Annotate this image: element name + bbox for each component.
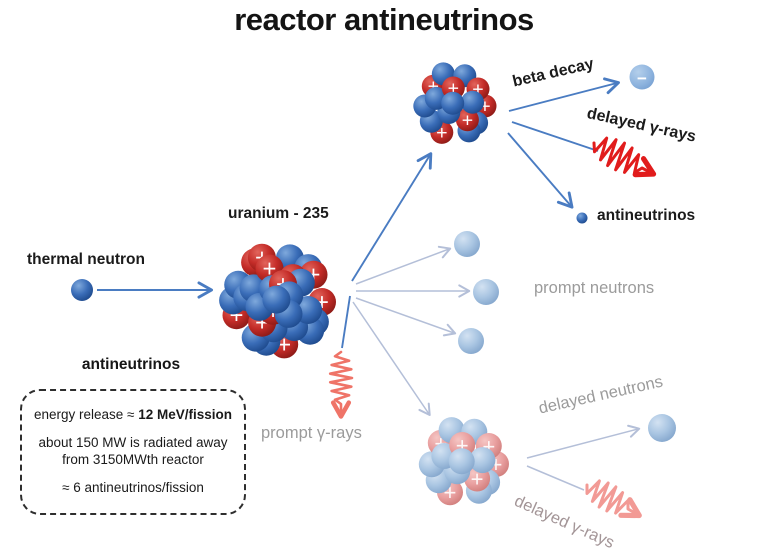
radiated-line2: from 3150MWth reactor [62, 452, 204, 467]
line-to-prompt-gamma [341, 295, 351, 349]
arrow-to-antineutrino [507, 132, 574, 209]
energy-release-prefix: energy release ≈ [33, 407, 139, 423]
prompt-neutron-sphere [473, 279, 499, 305]
energy-release-line: energy release ≈ 12 MeV/fission [34, 407, 232, 424]
plus-sign-icon: + [448, 78, 459, 100]
proton-sphere [455, 108, 479, 132]
prompt-gamma-wave-icon [328, 350, 354, 419]
arrow-beta-decay [508, 77, 620, 112]
arrow-layer [97, 77, 641, 491]
plus-sign-icon: + [462, 109, 473, 131]
thermal-neutron-sphere [71, 279, 93, 301]
antineutrinos-per-fission-line: ≈ 6 antineutrinos/fission [62, 479, 204, 495]
plus-sign-icon: + [472, 79, 483, 101]
plus-sign-icon: + [428, 76, 439, 98]
fission-fragment-top: ++++++ [413, 62, 497, 144]
neutron-sphere [469, 447, 496, 474]
arrow-delayed-neutron [526, 424, 641, 459]
plus-sign-icon: + [479, 96, 490, 118]
antineutrinos-label: antineutrinos [597, 207, 696, 224]
fission-fragment-bottom: ++++++ [418, 417, 509, 506]
arrow-prompt-neutron-1 [355, 245, 452, 285]
prompt-neutrons-label: prompt neutrons [534, 279, 655, 297]
arrow-to-delayed-gamma-top [511, 121, 599, 152]
thermal-neutron-label: thermal neutron [27, 251, 145, 268]
uranium-235-nucleus: +++++++++++ [219, 243, 336, 359]
prompt-gamma-rays-label: prompt γ-rays [261, 424, 362, 442]
prompt-neutron-sphere [458, 328, 484, 354]
arrow-to-top-fragment [351, 152, 433, 282]
neutron-sphere [448, 448, 475, 475]
delayed-neutron-sphere [648, 414, 676, 442]
gamma-wave-layer [328, 136, 657, 519]
neutron-sphere [441, 91, 465, 115]
uranium-235-label: uranium - 235 [228, 205, 329, 222]
delayed-gamma-wave-bottom-icon [585, 479, 642, 519]
prompt-neutron-sphere [454, 231, 480, 257]
neutron-sphere [461, 90, 484, 114]
electron-minus-icon: − [637, 69, 647, 88]
delayed-gamma-wave-top-icon [592, 136, 657, 178]
radiated-line1: about 150 MW is radiated away [38, 435, 228, 451]
diagram-title: reactor antineutrinos [234, 2, 534, 37]
info-box: energy release ≈ 12 MeV/fission about 15… [20, 389, 246, 515]
electron-sphere [629, 64, 655, 90]
antineutrino-dot [576, 212, 588, 224]
plus-sign-icon: + [436, 122, 447, 144]
info-box-heading: antineutrinos [81, 356, 181, 373]
arrow-to-bottom-fragment [352, 301, 431, 417]
neutron-sphere [262, 285, 291, 314]
particle-layer [71, 212, 676, 442]
energy-release-value: 12 MeV/fission [138, 407, 232, 423]
arrow-to-delayed-gamma-bottom [526, 465, 585, 491]
arrow-prompt-neutron-3 [355, 297, 457, 337]
